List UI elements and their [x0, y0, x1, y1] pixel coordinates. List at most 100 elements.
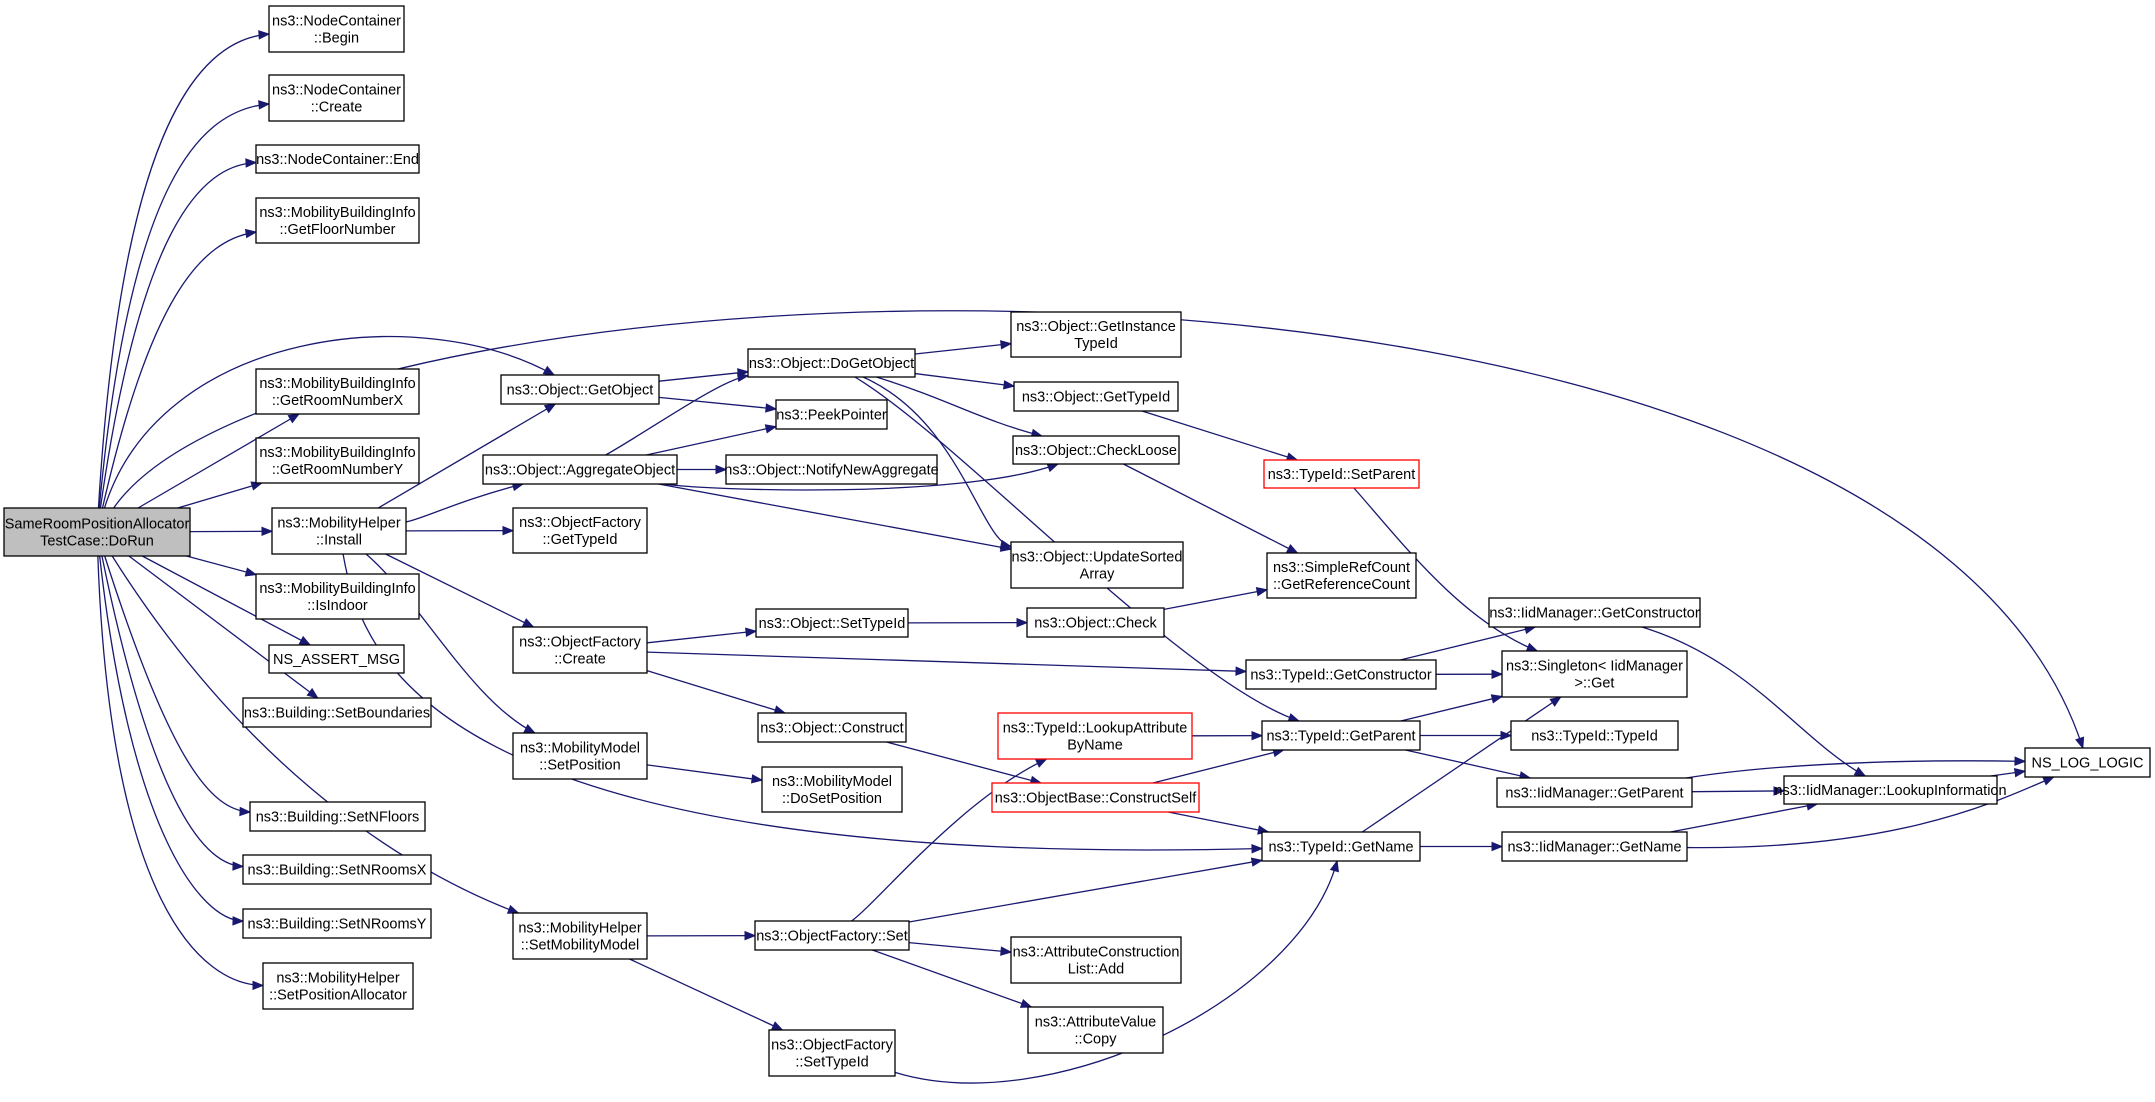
node-of_settypeid[interactable]: ns3::ObjectFactory::SetTypeId [768, 1029, 896, 1077]
node-of_set[interactable]: ns3::ObjectFactory::Set [754, 920, 910, 951]
node-src_getrefcount[interactable]: ns3::SimpleRefCount::GetReferenceCount [1266, 552, 1417, 599]
node-box[interactable] [255, 437, 420, 484]
node-peek[interactable]: ns3::PeekPointer [775, 399, 888, 430]
node-box[interactable] [255, 144, 420, 174]
node-box[interactable] [1488, 597, 1701, 628]
node-box[interactable] [255, 368, 420, 415]
node-box[interactable] [1783, 775, 1998, 805]
node-box[interactable] [1266, 552, 1417, 599]
node-av_copy[interactable]: ns3::AttributeValue::Copy [1027, 1006, 1164, 1054]
node-o_aggregate[interactable]: ns3::Object::AggregateObject [482, 454, 678, 485]
node-box[interactable] [1010, 936, 1182, 984]
node-box[interactable] [1261, 720, 1421, 751]
node-box[interactable] [255, 573, 420, 620]
node-iid_getconstructor[interactable]: ns3::IidManager::GetConstructor [1488, 597, 1701, 628]
node-box[interactable] [512, 912, 648, 960]
node-box[interactable] [1013, 381, 1179, 412]
node-tid_typeid[interactable]: ns3::TypeId::TypeId [1510, 720, 1679, 751]
node-o_getobject[interactable]: ns3::Object::GetObject [500, 374, 660, 405]
node-box[interactable] [512, 626, 648, 674]
node-of_create[interactable]: ns3::ObjectFactory::Create [512, 626, 648, 674]
node-box[interactable] [242, 697, 432, 728]
node-nc_create[interactable]: ns3::NodeContainer::Create [268, 74, 405, 122]
node-mm_dosetpos[interactable]: ns3::MobilityModel::DoSetPosition [761, 766, 903, 813]
node-mbi_floor[interactable]: ns3::MobilityBuildingInfo::GetFloorNumbe… [255, 197, 420, 244]
node-tid_setparent[interactable]: ns3::TypeId::SetParent [1263, 459, 1420, 489]
node-o_notify[interactable]: ns3::Object::NotifyNewAggregate [724, 454, 939, 485]
node-box[interactable] [500, 374, 660, 405]
node-iid_getparent[interactable]: ns3::IidManager::GetParent [1496, 777, 1693, 808]
node-box[interactable] [512, 507, 648, 554]
node-o_settypeid[interactable]: ns3::Object::SetTypeId [755, 608, 909, 638]
node-box[interactable] [268, 5, 405, 53]
node-box[interactable] [268, 644, 405, 674]
node-o_gettypeid[interactable]: ns3::Object::GetTypeId [1013, 381, 1179, 412]
node-box[interactable] [2024, 747, 2151, 778]
node-box[interactable] [1010, 311, 1182, 358]
node-mbi_indoor[interactable]: ns3::MobilityBuildingInfo::IsIndoor [255, 573, 420, 620]
node-box[interactable] [1245, 659, 1437, 690]
node-b_nroomsy[interactable]: ns3::Building::SetNRoomsY [242, 908, 432, 939]
node-assert[interactable]: NS_ASSERT_MSG [268, 644, 405, 674]
node-iid_getname[interactable]: ns3::IidManager::GetName [1501, 831, 1688, 862]
node-o_checkloose[interactable]: ns3::Object::CheckLoose [1012, 435, 1180, 465]
node-mh_setpa[interactable]: ns3::MobilityHelper::SetPositionAllocato… [262, 962, 414, 1010]
node-mbi_roomy[interactable]: ns3::MobilityBuildingInfo::GetRoomNumber… [255, 437, 420, 484]
node-b_bound[interactable]: ns3::Building::SetBoundaries [242, 697, 432, 728]
node-mm_setpos[interactable]: ns3::MobilityModel::SetPosition [512, 732, 648, 780]
node-box[interactable] [997, 712, 1193, 760]
node-b_nfloors[interactable]: ns3::Building::SetNFloors [249, 801, 426, 832]
node-box[interactable] [268, 74, 405, 122]
node-of_gettypeid[interactable]: ns3::ObjectFactory::GetTypeId [512, 507, 648, 554]
node-nc_begin[interactable]: ns3::NodeContainer::Begin [268, 5, 405, 53]
node-box[interactable] [761, 766, 903, 813]
node-box[interactable] [512, 732, 648, 780]
node-mh_install[interactable]: ns3::MobilityHelper::Install [271, 507, 407, 555]
node-box[interactable] [757, 712, 907, 743]
node-o_check[interactable]: ns3::Object::Check [1026, 607, 1165, 638]
node-box[interactable] [725, 454, 938, 485]
node-mbi_roomx[interactable]: ns3::MobilityBuildingInfo::GetRoomNumber… [255, 368, 420, 415]
node-mh_setmm[interactable]: ns3::MobilityHelper::SetMobilityModel [512, 912, 648, 960]
node-box[interactable] [1010, 541, 1184, 589]
node-box[interactable] [3, 507, 191, 557]
node-box[interactable] [1027, 1006, 1164, 1054]
node-tid_getconstructor[interactable]: ns3::TypeId::GetConstructor [1245, 659, 1437, 690]
node-box[interactable] [242, 908, 432, 939]
node-log_logic[interactable]: NS_LOG_LOGIC [2024, 747, 2151, 778]
node-tid_getparent[interactable]: ns3::TypeId::GetParent [1261, 720, 1421, 751]
node-box[interactable] [991, 782, 1200, 813]
node-tid_getname[interactable]: ns3::TypeId::GetName [1261, 831, 1421, 862]
node-box[interactable] [754, 920, 910, 951]
node-box[interactable] [768, 1029, 896, 1077]
node-b_nroomsx[interactable]: ns3::Building::SetNRoomsX [242, 854, 432, 885]
node-box[interactable] [242, 854, 432, 885]
node-box[interactable] [1496, 777, 1693, 808]
node-iid_lookupinfo[interactable]: ns3::IidManager::LookupInformation [1774, 775, 2007, 805]
node-box[interactable] [1263, 459, 1420, 489]
node-box[interactable] [1510, 720, 1679, 751]
node-box[interactable] [1501, 650, 1688, 698]
node-box[interactable] [271, 507, 407, 555]
node-box[interactable] [249, 801, 426, 832]
node-box[interactable] [1261, 831, 1421, 862]
node-o_construct[interactable]: ns3::Object::Construct [757, 712, 907, 743]
node-box[interactable] [775, 399, 888, 430]
node-nc_end[interactable]: ns3::NodeContainer::End [255, 144, 420, 174]
node-box[interactable] [1026, 607, 1165, 638]
node-singleton_get[interactable]: ns3::Singleton< IidManager >::Get [1501, 650, 1688, 698]
node-box[interactable] [262, 962, 414, 1010]
node-ob_constructself[interactable]: ns3::ObjectBase::ConstructSelf [991, 782, 1200, 813]
node-box[interactable] [1501, 831, 1688, 862]
node-o_dogetobject[interactable]: ns3::Object::DoGetObject [747, 348, 916, 378]
node-box[interactable] [482, 454, 678, 485]
node-box[interactable] [255, 197, 420, 244]
node-box[interactable] [755, 608, 909, 638]
node-box[interactable] [1012, 435, 1180, 465]
node-box[interactable] [747, 348, 916, 378]
